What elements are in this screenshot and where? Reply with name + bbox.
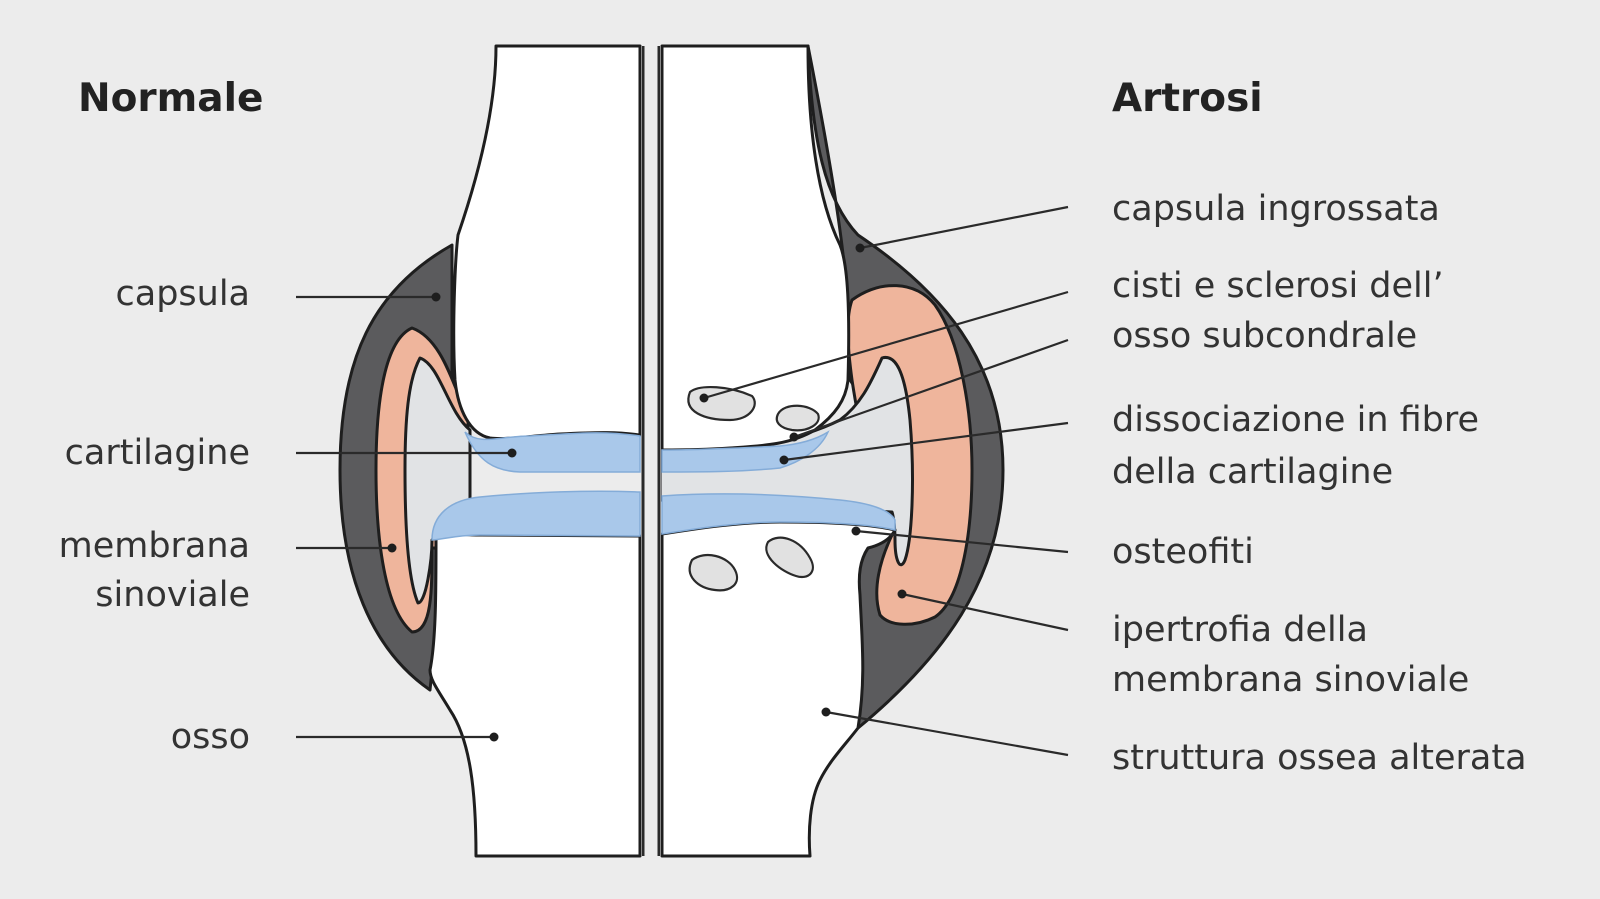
leader-cysts-2 [793,338,1069,439]
leader-dot-hypertrophy [897,589,907,599]
leader-dot-fibrillation [779,455,789,465]
label-thick-capsule: capsula ingrossata [1112,189,1440,229]
label-fibrillation-line2: della cartilagine [1112,452,1394,492]
cyst-upper-2 [775,404,820,432]
label-osteophytes: osteofiti [1112,532,1254,572]
label-bone: osso [170,717,250,757]
label-hypertrophy-line2: membrana sinoviale [1112,660,1470,700]
label-synovial-line2: sinoviale [95,575,250,615]
leader-dot-synovial [387,543,397,553]
label-cysts-line2: osso subcondrale [1112,316,1418,356]
normal-upper-bone [452,44,642,441]
leader-dot-cysts-2 [789,432,799,442]
heading-normal: Normale [78,76,264,121]
arthrosis-lower-cartilage [661,493,896,535]
leader-thick-capsule [859,205,1069,250]
leader-fibrillation [783,421,1069,462]
normal-lower-cartilage [431,490,641,541]
label-cartilage: cartilagine [64,433,250,473]
leader-dot-cysts [699,393,709,403]
leader-dot-altered-bone [821,707,831,717]
label-synovial-line1: membrana [58,526,250,566]
label-altered-bone: struttura ossea alterata [1112,738,1527,778]
cyst-lower-1 [688,553,739,592]
leader-dot-osteophytes [851,526,861,536]
leader-altered-bone [825,710,1069,757]
label-cysts-line1: cisti e sclerosi dell’ [1112,266,1444,306]
heading-arthrosis: Artrosi [1112,76,1263,121]
cyst-lower-2 [765,536,814,579]
label-capsule: capsula [115,274,251,314]
leader-dot-thick-capsule [855,243,865,253]
label-hypertrophy-line1: ipertrofia della [1112,610,1368,650]
leader-dot-capsule [431,292,441,302]
center-divider [641,46,661,856]
leader-osteophytes [855,529,1069,554]
normal-upper-cartilage [464,431,641,473]
label-fibrillation-line1: dissociazione in fibre [1112,400,1480,440]
leader-dot-bone [489,732,499,742]
normal-lower-bone [428,532,642,858]
leader-hypertrophy [901,592,1069,632]
leader-dot-cartilage [507,448,517,458]
leader-cysts [703,290,1069,400]
